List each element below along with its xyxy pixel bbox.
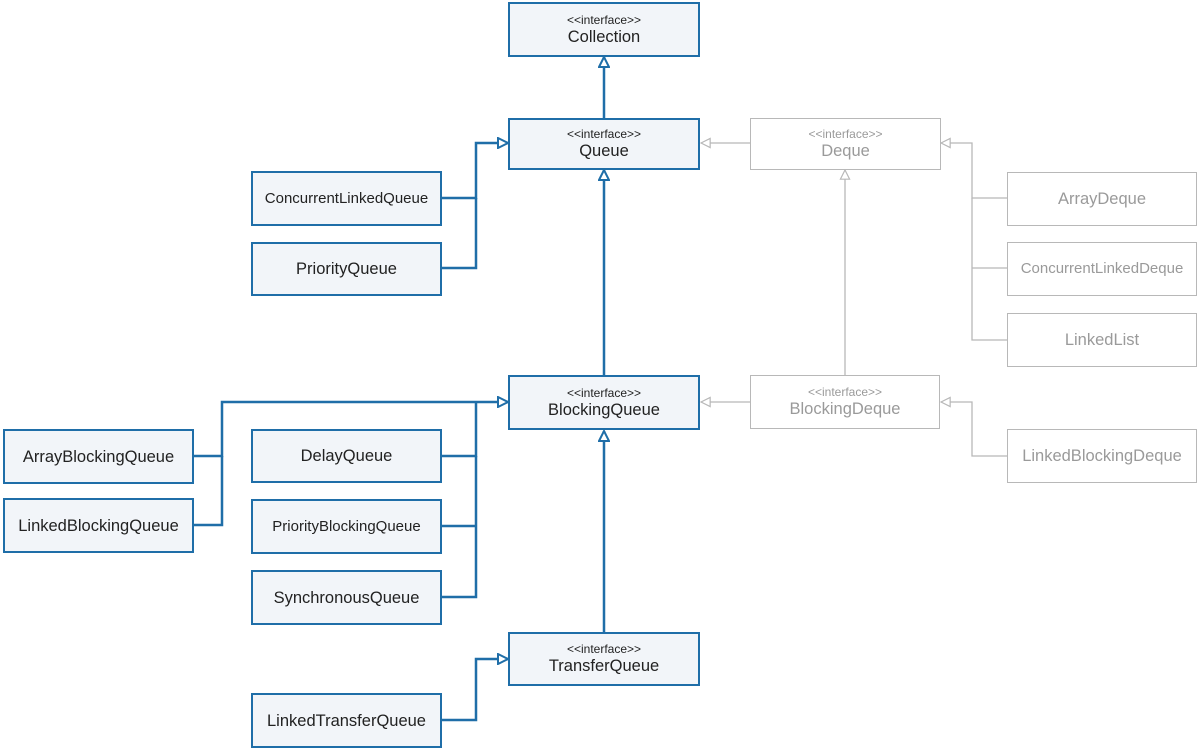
node-label: BlockingDeque (789, 400, 901, 418)
node-label: LinkedTransferQueue (267, 711, 426, 730)
node-label: ArrayDeque (1057, 190, 1147, 208)
node-synchronous-queue[interactable]: SynchronousQueue (251, 570, 442, 625)
node-label: Queue (579, 142, 629, 160)
node-delay-queue[interactable]: DelayQueue (251, 429, 442, 483)
node-linked-transfer-queue[interactable]: LinkedTransferQueue (251, 693, 442, 748)
node-label: Collection (567, 27, 641, 46)
node-linked-blocking-deque[interactable]: LinkedBlockingDeque (1007, 429, 1197, 483)
node-blocking-deque[interactable]: <<interface>> BlockingDeque (750, 375, 940, 429)
node-label: ConcurrentLinkedQueue (264, 189, 429, 207)
edge-linked-list-to-deque (971, 198, 1007, 341)
node-stereotype: <<interface>> (566, 385, 642, 400)
node-array-blocking-queue[interactable]: ArrayBlockingQueue (3, 429, 194, 484)
edge-linked-blocking-deque-to-blocking-deque (941, 402, 1007, 457)
node-concurrent-linked-queue[interactable]: ConcurrentLinkedQueue (251, 171, 442, 226)
edge-array-blocking-queue-to-blocking-queue (194, 402, 508, 458)
node-array-deque[interactable]: ArrayDeque (1007, 172, 1197, 226)
node-label: Deque (821, 142, 870, 160)
node-label: ArrayBlockingQueue (22, 447, 175, 466)
node-stereotype: <<interface>> (566, 12, 642, 27)
edge-concurrent-linked-queue-to-queue (442, 143, 508, 200)
node-blocking-queue[interactable]: <<interface>> BlockingQueue (508, 375, 700, 430)
node-concurrent-linked-deque[interactable]: ConcurrentLinkedDeque (1007, 242, 1197, 296)
node-label: PriorityBlockingQueue (272, 517, 421, 535)
node-stereotype: <<interface>> (566, 127, 642, 141)
node-label: LinkedBlockingQueue (18, 516, 179, 535)
node-priority-blocking-queue[interactable]: PriorityBlockingQueue (251, 499, 442, 554)
node-stereotype: <<interface>> (807, 385, 883, 399)
edge-delay-queue-to-blocking-queue (442, 402, 478, 458)
node-priority-queue[interactable]: PriorityQueue (251, 242, 442, 296)
node-label: PriorityQueue (296, 260, 397, 278)
node-linked-blocking-queue[interactable]: LinkedBlockingQueue (3, 498, 194, 553)
node-collection[interactable]: <<interface>> Collection (508, 2, 700, 57)
edge-linked-transfer-queue-to-transfer-queue (442, 659, 508, 722)
node-label: LinkedList (1064, 331, 1140, 349)
node-label: SynchronousQueue (273, 588, 420, 607)
node-label: ConcurrentLinkedDeque (1020, 260, 1184, 277)
node-label: BlockingQueue (548, 400, 660, 419)
node-transfer-queue[interactable]: <<interface>> TransferQueue (508, 632, 700, 686)
edge-priority-queue-to-queue (442, 198, 478, 270)
node-stereotype: <<interface>> (566, 642, 642, 656)
edge-synchronous-queue-to-blocking-queue (442, 456, 478, 599)
node-linked-list[interactable]: LinkedList (1007, 313, 1197, 367)
node-stereotype: <<interface>> (808, 127, 883, 141)
node-queue[interactable]: <<interface>> Queue (508, 118, 700, 170)
node-deque[interactable]: <<interface>> Deque (750, 118, 941, 170)
node-label: DelayQueue (300, 447, 393, 465)
edge-array-deque-to-deque (941, 143, 1007, 199)
node-label: LinkedBlockingDeque (1022, 447, 1182, 465)
node-label: TransferQueue (548, 657, 660, 675)
edge-linked-blocking-queue-to-blocking-queue (194, 456, 224, 527)
